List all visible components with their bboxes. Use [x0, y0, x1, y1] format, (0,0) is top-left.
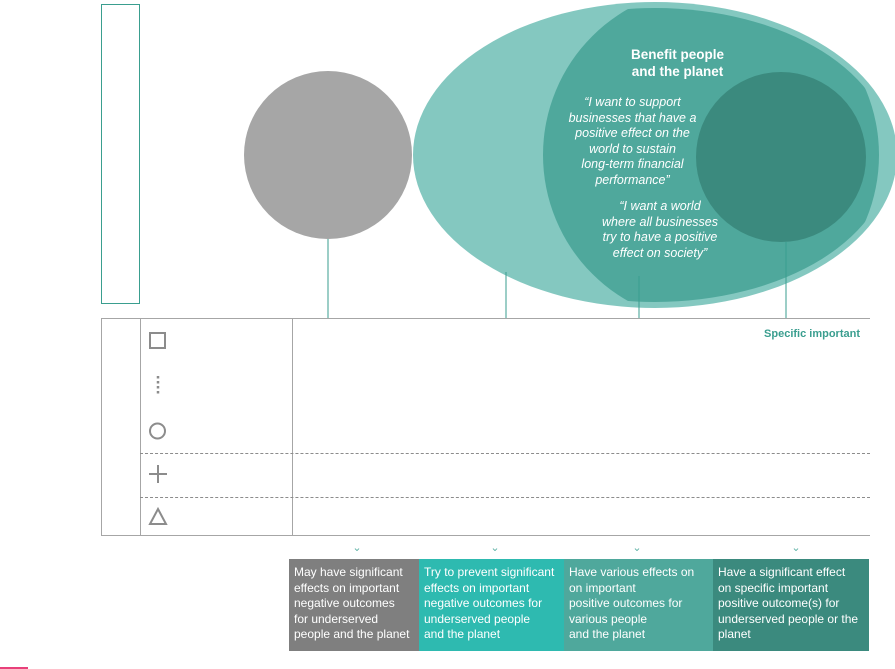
- dashed-divider: [140, 497, 870, 498]
- circle-icon: [149, 422, 166, 440]
- card-various-positive: Have various effects on on important pos…: [564, 559, 713, 651]
- dotted-line-icon: [156, 376, 160, 395]
- inner-circle: [696, 72, 866, 242]
- panel-divider: [140, 318, 141, 536]
- benefit-title: Benefit people and the planet: [630, 47, 724, 79]
- left-frame: [101, 4, 140, 304]
- chevron-down-icon: ⌄: [490, 542, 500, 554]
- dashed-divider: [140, 453, 870, 454]
- card-significant-positive: Have a significant effect on specific im…: [713, 559, 869, 651]
- specific-important-label: Specific important: [764, 328, 860, 340]
- plus-icon: [149, 465, 167, 483]
- chevron-down-icon: ⌄: [791, 542, 801, 554]
- triangle-icon: [148, 507, 168, 525]
- quote-support-businesses: “I want to support businesses that have …: [568, 95, 697, 187]
- card-prevent-negative: Try to prevent significant effects on im…: [419, 559, 564, 651]
- quote-world-businesses: “I want a world where all businesses try…: [601, 199, 719, 260]
- gray-circle: [244, 71, 412, 239]
- chevron-down-icon: ⌄: [632, 542, 642, 554]
- square-icon: [149, 332, 166, 349]
- panel-divider: [292, 318, 293, 536]
- accent-mark: [0, 667, 28, 669]
- card-negative-effects: May have significant effects on importan…: [289, 559, 419, 651]
- chevron-down-icon: ⌄: [352, 542, 362, 554]
- criteria-panel: [101, 318, 870, 536]
